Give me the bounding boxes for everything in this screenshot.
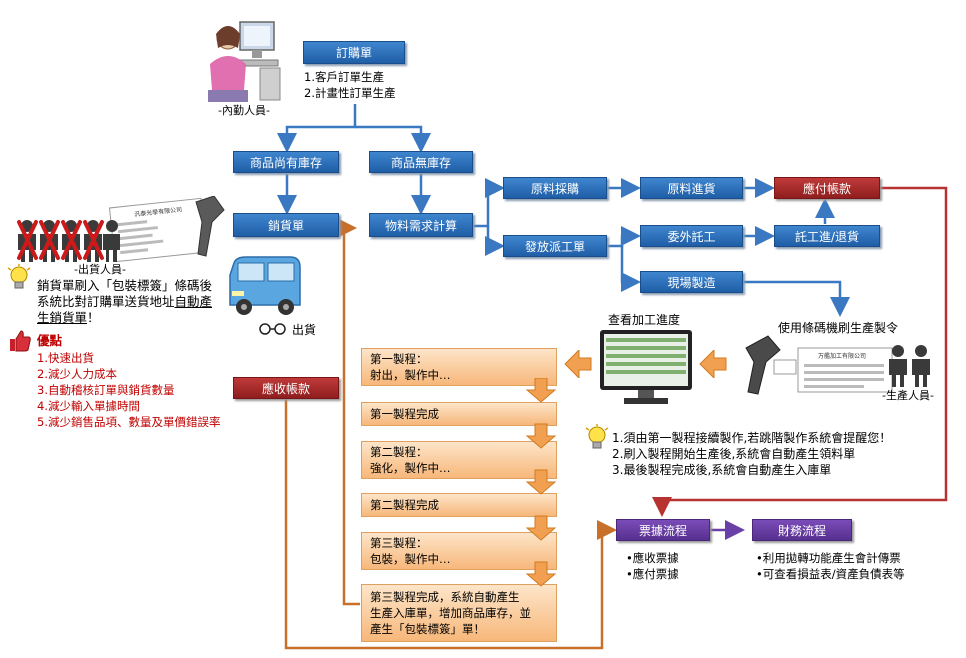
tip-right-line-1: 1.須由第一製程接續製作,若跳階製作系統會提醒您！ (612, 431, 892, 445)
down-arrow-icon (526, 423, 556, 449)
left-arrow-icon (564, 350, 592, 378)
view-progress-label: 查看加工進度 (608, 313, 681, 327)
outsource-return-label: 託工進/退貨 (794, 229, 860, 244)
lightbulb-icon (7, 264, 31, 289)
order-company-text: 万艦加工有限公司 (818, 352, 866, 360)
tip-left-line-3a: 生銷貨單 (37, 310, 88, 325)
advantage-item-3: 3.自動稽核訂單與銷貨數量 (37, 383, 175, 397)
down-arrow-icon (526, 469, 556, 495)
mrp-label: 物料需求計算 (384, 218, 457, 233)
order-label: 訂購單 (335, 46, 372, 60)
tip-left-line-3b: ！ (87, 310, 100, 325)
outsource-label: 委外託工 (667, 229, 716, 244)
left-arrow-icon (699, 350, 727, 378)
scan-order-label: 使用條碼機刷生產製令 (778, 321, 899, 335)
lightbulb-icon (585, 424, 609, 449)
thumbs-up-icon (10, 330, 31, 352)
voucher-flow-label: 票據流程 (638, 523, 687, 538)
tip-right-line-2: 2.刷入製程開始生產後,系統會自動產生領料單 (612, 447, 856, 461)
tip-left-line-3: 生銷貨單！ (37, 310, 100, 326)
step-3-done: 第三製程完成，系統自動產生 生產入庫單，增加商品庫存，並 產生「包裝標簽」單！ (361, 584, 557, 642)
delivery-truck-icon (229, 256, 301, 315)
down-arrow-icon (526, 561, 556, 587)
outsource-box: 委外託工 (640, 225, 743, 247)
down-arrow-icon (526, 378, 556, 403)
advantage-item-2: 2.減少人力成本 (37, 367, 117, 381)
purchase-label: 原料採購 (530, 181, 579, 196)
order-box: 訂購單 (303, 41, 405, 64)
step-2-in-progress: 第二製程： 強化，製作中… (361, 441, 557, 479)
advantage-item-4: 4.減少輸入單據時間 (37, 399, 140, 413)
dispatch-box: 發放派工單 (503, 235, 607, 257)
finance-flow-box: 財務流程 (752, 519, 852, 541)
monitor-icon (600, 330, 692, 404)
onsite-manufacturing-box: 現場製造 (640, 271, 743, 293)
receiving-label: 原料進貨 (667, 181, 716, 196)
purchase-box: 原料採購 (503, 177, 607, 199)
finance-item-2: •可查看損益表/資產負債表等 (756, 567, 905, 581)
advantage-item-5: 5.減少銷售品項、數量及單價錯誤率 (37, 415, 221, 429)
outsource-return-box: 託工進/退貨 (774, 225, 880, 247)
finance-flow-label: 財務流程 (777, 523, 826, 538)
production-staff-icon (889, 345, 930, 387)
stock-available-label: 商品尚有庫存 (249, 155, 322, 170)
receiving-box: 原料進貨 (640, 177, 743, 199)
accounts-payable-label: 應付帳款 (802, 181, 851, 196)
dispatch-label: 發放派工單 (524, 239, 585, 254)
sales-order-label: 銷貨單 (267, 218, 304, 233)
tip-left-line-1: 銷貨單刷入「包裝標簽」條碼後 (37, 278, 213, 293)
advantages-title: 優點 (37, 333, 63, 348)
shipping-label-icon: 汎泰光學有限公司 (108, 196, 225, 262)
step-2-done: 第二製程完成 (361, 493, 557, 517)
tip-right-line-3: 3.最後製程完成後,系統會自動產生入庫單 (612, 463, 832, 477)
stock-unavailable-box: 商品無庫存 (369, 151, 473, 173)
step-3-in-progress: 第三製程： 包裝，製作中… (361, 532, 557, 570)
voucher-item-2: •應付票據 (626, 567, 679, 581)
step-1-in-progress: 第一製程： 射出，製作中… (361, 348, 557, 386)
stock-available-box: 商品尚有庫存 (233, 151, 339, 173)
accounts-receivable-label: 應收帳款 (261, 381, 310, 396)
order-item-1: 1.客戶訂單生產 (304, 70, 384, 84)
down-arrow-icon (526, 515, 556, 541)
voucher-item-1: •應收票據 (626, 551, 679, 565)
order-item-2: 2.計畫性訂單生產 (304, 86, 396, 100)
office-staff-label: -內勤人員- (218, 104, 270, 117)
voucher-flow-box: 票據流程 (616, 519, 710, 541)
barcode-scanner-icon: 万艦加工有限公司 (745, 335, 893, 395)
sales-order-box: 銷貨單 (233, 213, 339, 237)
onsite-manufacturing-label: 現場製造 (667, 275, 716, 290)
step-arrows (526, 378, 556, 587)
tip-left-line-2: 系統比對訂購單送貨地址自動產 (37, 294, 212, 310)
office-staff-icon (208, 21, 281, 102)
glasses-icon (259, 323, 286, 335)
tip-left-line-2a: 系統比對訂購單送貨地址 (37, 294, 175, 309)
step-1-done: 第一製程完成 (361, 402, 557, 426)
production-staff-label: -生產人員- (882, 389, 934, 402)
ship-label: 出貨 (292, 323, 317, 337)
finance-item-1: •利用拋轉功能產生會計傳票 (756, 551, 901, 565)
accounts-receivable-box: 應收帳款 (233, 377, 339, 399)
tip-left-line-2b: 自動產 (174, 294, 213, 309)
shipping-staff-icon (17, 220, 120, 262)
mrp-box: 物料需求計算 (369, 213, 473, 237)
accounts-payable-box: 應付帳款 (774, 177, 880, 199)
advantage-item-1: 1.快速出貨 (37, 351, 94, 365)
stock-unavailable-label: 商品無庫存 (390, 155, 451, 170)
shipping-staff-label: -出貨人員- (74, 263, 126, 276)
